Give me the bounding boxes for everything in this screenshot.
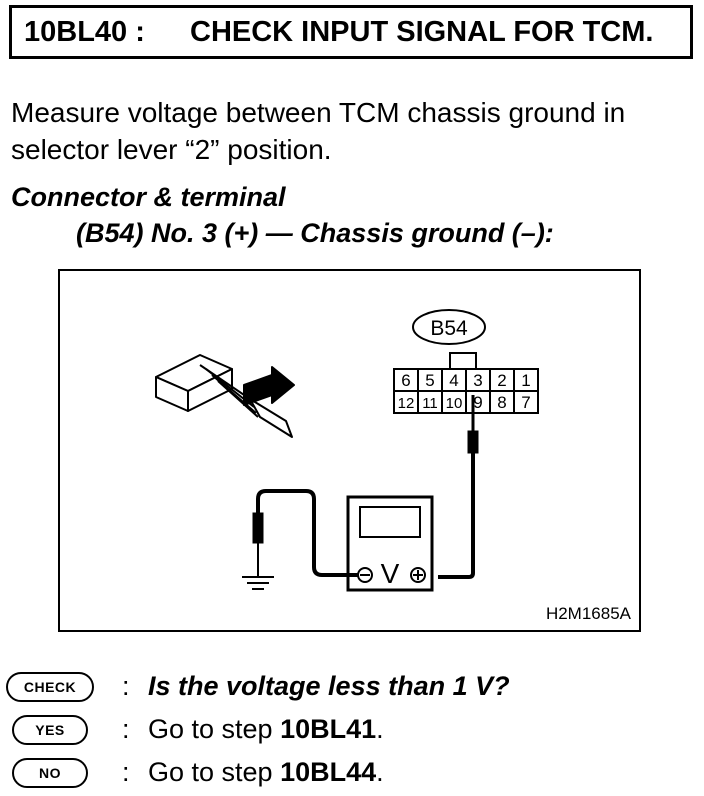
terminal-number: 7	[521, 393, 530, 412]
step-title: CHECK INPUT SIGNAL FOR TCM.	[190, 16, 654, 48]
connector-label: B54	[430, 317, 468, 340]
terminal-number: 4	[449, 371, 458, 390]
yes-answer: Go to step 10BL41.	[148, 711, 384, 747]
voltmeter: V	[346, 495, 434, 592]
insert-arrow-icon	[243, 366, 295, 406]
check-row: CHECK : Is the voltage less than 1 V?	[6, 668, 696, 708]
terminal-number: 11	[422, 395, 438, 412]
terminal-number: 3	[473, 371, 482, 390]
step-header: 10BL40 : CHECK INPUT SIGNAL FOR TCM.	[9, 5, 693, 59]
check-badge: CHECK	[6, 672, 94, 702]
yes-prefix: Go to step	[148, 714, 281, 744]
terminal-number: 6	[401, 371, 410, 390]
terminal-number: 5	[425, 371, 434, 390]
terminal-number: 12	[398, 395, 415, 412]
no-row: NO : Go to step 10BL44.	[6, 754, 696, 794]
no-step-link[interactable]: 10BL44	[280, 757, 377, 787]
no-colon: :	[122, 757, 130, 787]
yes-row: YES : Go to step 10BL41.	[6, 711, 696, 751]
instruction-text: Measure voltage between TCM chassis grou…	[11, 97, 626, 165]
terminal-cell	[513, 390, 539, 414]
voltmeter-symbol: V	[381, 558, 400, 589]
yes-colon: :	[122, 714, 130, 744]
yes-suffix: .	[376, 714, 384, 744]
check-question: Is the voltage less than 1 V?	[148, 671, 510, 701]
check-colon: :	[122, 671, 130, 701]
no-suffix: .	[376, 757, 384, 787]
step-code: 10BL40 :	[24, 16, 145, 48]
connector-label-oval	[412, 309, 486, 345]
connector-illustration	[155, 354, 295, 438]
positive-probe	[438, 395, 479, 579]
terminal-number: 1	[521, 371, 530, 390]
terminal-number: 10	[446, 395, 463, 412]
no-answer: Go to step 10BL44.	[148, 754, 384, 790]
figure-code: H2M1685A	[545, 604, 631, 623]
terminal-number: 9	[473, 393, 482, 412]
yes-badge: YES	[12, 715, 88, 745]
ground-icon	[242, 576, 274, 590]
yes-step-link[interactable]: 10BL41	[280, 714, 377, 744]
terminal-number: 2	[497, 371, 506, 390]
no-prefix: Go to step	[148, 757, 281, 787]
no-badge: NO	[12, 758, 88, 788]
negative-lead	[252, 489, 358, 577]
connector-heading: Connector & terminal	[11, 182, 286, 212]
terminal-number: 8	[497, 393, 506, 412]
connector-spec: (B54) No. 3 (+) — Chassis ground (–):	[76, 218, 554, 248]
